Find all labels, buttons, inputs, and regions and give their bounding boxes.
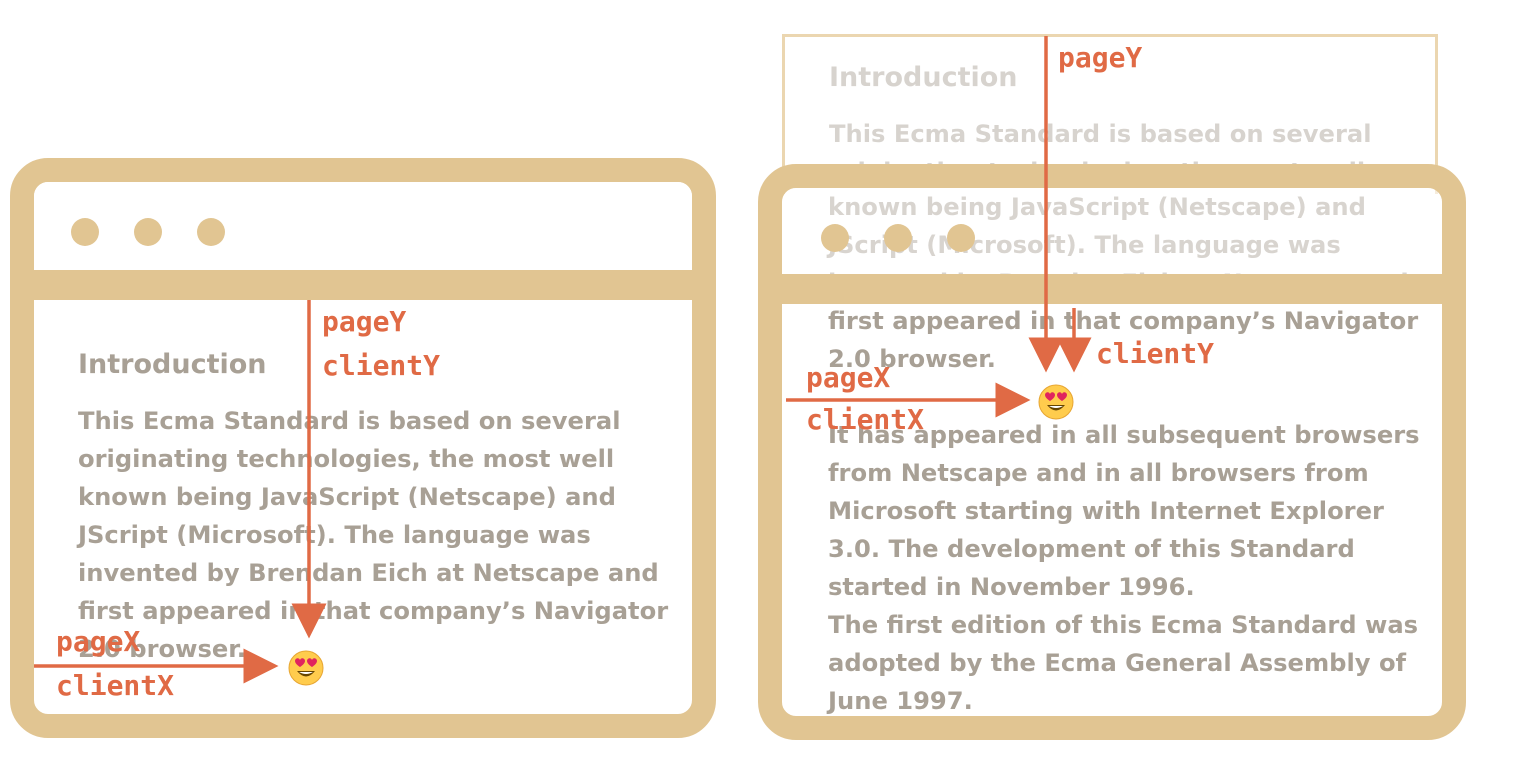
left-clientY-label: clientY [322, 349, 441, 382]
left-browser-window: Introduction This Ecma Standard is based… [10, 158, 716, 738]
right-window-titlebar [782, 188, 1442, 274]
right-clientY-label: clientY [1096, 337, 1215, 370]
heart-eyes-emoji-icon [288, 650, 324, 686]
window-control-dot-3 [947, 224, 975, 252]
window-control-dot-2 [884, 224, 912, 252]
window-control-dot-1 [71, 218, 99, 246]
left-titlebar-separator [34, 270, 692, 300]
window-control-dot-3 [197, 218, 225, 246]
left-pageY-label: pageY [322, 305, 407, 338]
left-page-heading: Introduction [78, 349, 267, 380]
window-control-dot-1 [821, 224, 849, 252]
heart-eyes-emoji-icon [1038, 384, 1074, 420]
right-pageY-label: pageY [1058, 41, 1143, 74]
right-titlebar-separator [782, 274, 1442, 304]
left-pageX-label: pageX [56, 625, 141, 658]
right-pageX-label: pageX [806, 361, 891, 394]
left-window-titlebar [34, 182, 692, 270]
right-clientX-label: clientX [806, 403, 925, 436]
left-clientX-label: clientX [56, 669, 175, 702]
right-page-heading: Introduction [829, 62, 1018, 93]
left-page-content: Introduction This Ecma Standard is based… [78, 348, 692, 668]
window-control-dot-2 [134, 218, 162, 246]
left-page-paragraph: This Ecma Standard is based on several o… [78, 407, 669, 663]
right-browser-window: Introduction This Ecma Standard is based… [758, 164, 1466, 740]
